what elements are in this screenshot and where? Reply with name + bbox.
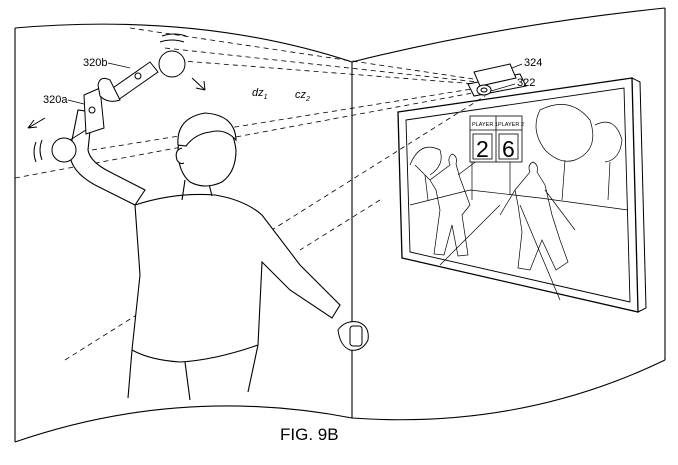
controller-raised — [51, 87, 105, 163]
sight-line-floor — [299, 199, 381, 251]
room-walls — [14, 7, 666, 443]
distance-1-text: dz — [252, 87, 264, 99]
score-box-1 — [472, 133, 493, 160]
samurai-left — [414, 153, 479, 257]
arrow-right — [191, 77, 206, 91]
person-hair — [177, 112, 237, 147]
motion-marks-left — [33, 139, 43, 163]
figure-caption: FIG. 9B — [280, 425, 339, 444]
television — [397, 77, 647, 313]
player1-score: 2 — [476, 136, 489, 162]
camera-device — [467, 63, 527, 97]
controller-swung-arm — [97, 77, 121, 102]
distance-1-subscript: 1 — [264, 94, 268, 101]
person — [69, 109, 341, 401]
right-wall-top-edge — [351, 7, 666, 63]
controller-raised-orb — [51, 137, 77, 163]
floor-line-left — [14, 405, 353, 443]
person-raised-arm — [69, 109, 146, 206]
distance-2-subscript: 2 — [305, 96, 310, 103]
sight-lines — [14, 27, 486, 361]
label-camera-lens: 322 — [517, 77, 535, 89]
label-distance-2: cz2 — [295, 89, 310, 103]
controller-raised-button — [88, 106, 96, 114]
arrow-left — [27, 117, 46, 129]
leader-controller-lower — [67, 99, 85, 105]
scene-ground — [409, 189, 629, 211]
label-controller-lower: 320a — [43, 94, 68, 106]
left-wall-top-edge — [14, 23, 353, 63]
scene-tree-far — [594, 121, 623, 201]
label-distance-1: dz1 — [252, 87, 268, 101]
motion-marks-top — [159, 33, 187, 43]
scene-tree-right — [535, 104, 594, 201]
leader-controller-upper — [107, 62, 131, 69]
player1-label: PLAYER 1 — [472, 122, 498, 128]
controller-swung — [97, 50, 186, 102]
label-controller-upper: 320b — [83, 57, 107, 69]
controller-hand — [337, 321, 369, 351]
floor-line-right — [351, 359, 666, 421]
game-scene — [409, 104, 629, 301]
sight-line-top-1 — [129, 27, 481, 81]
leader-camera-lens — [490, 83, 516, 92]
camera-lens-inner — [480, 87, 488, 93]
tv-screen — [405, 87, 631, 303]
player2-label: PLAYER 2 — [498, 122, 524, 128]
sight-line-to-controller-2 — [14, 91, 479, 179]
sight-line-to-hand — [64, 95, 486, 361]
person-legs — [127, 344, 259, 401]
player2-score: 6 — [502, 136, 515, 162]
person-torso — [131, 193, 341, 363]
controller-swung-button — [134, 72, 142, 80]
leader-camera — [511, 63, 523, 69]
label-camera: 324 — [524, 57, 542, 69]
score-box-2 — [498, 133, 519, 160]
controller-hand-body — [349, 325, 363, 347]
distance-2-text: cz — [295, 89, 307, 101]
controller-raised-neck — [69, 129, 87, 141]
person-ear — [175, 147, 185, 165]
motion-arrows — [27, 33, 206, 163]
tv-depth-edge — [631, 77, 647, 313]
camera-body — [473, 63, 517, 87]
sight-line-top-3 — [169, 59, 477, 85]
scene-tree-left — [409, 146, 442, 201]
sight-line-top-2 — [164, 47, 479, 83]
samurai-right — [499, 161, 576, 271]
scene-path — [439, 204, 561, 301]
controller-swung-orb — [158, 50, 186, 78]
scoreboard — [469, 115, 523, 163]
sight-line-to-controller-1 — [91, 87, 479, 151]
